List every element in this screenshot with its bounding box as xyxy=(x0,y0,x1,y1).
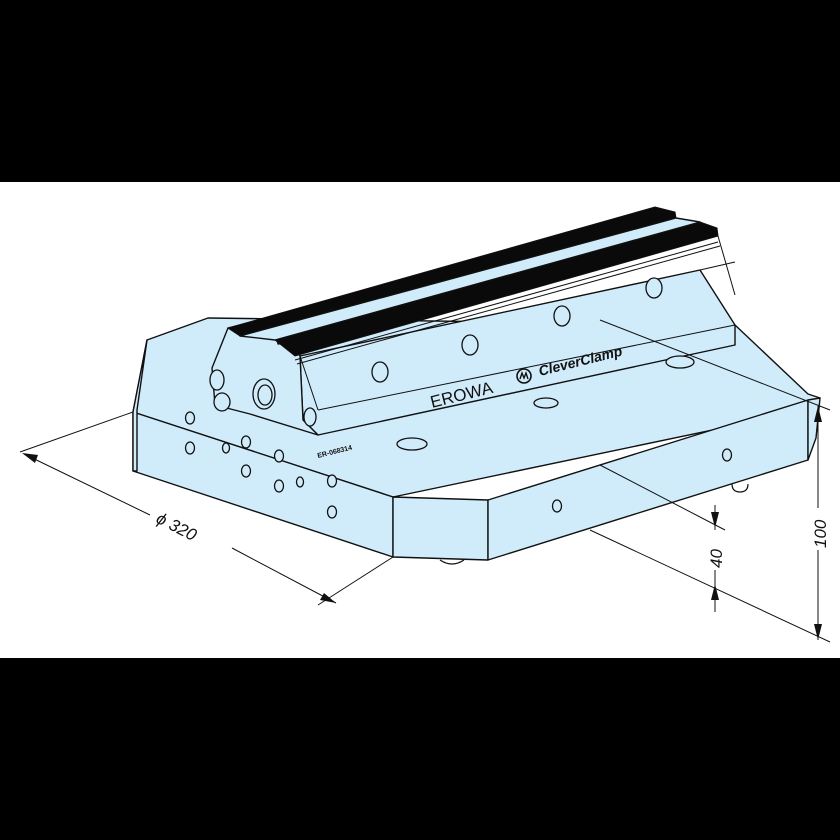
base-front-chamfer-face xyxy=(392,496,489,561)
top-surface-holes xyxy=(396,355,695,451)
height-total-label: 100 xyxy=(811,519,830,548)
dimension-height-base: 40 xyxy=(599,464,726,612)
dimension-line xyxy=(23,453,151,516)
left-face-holes xyxy=(184,411,338,519)
hole xyxy=(461,334,479,356)
rail-step-line-2 xyxy=(296,245,721,365)
rail-right-edge xyxy=(717,235,736,296)
arrowhead xyxy=(22,453,38,463)
arrowhead xyxy=(711,584,719,600)
hole xyxy=(551,499,563,513)
extension-line-top xyxy=(599,319,831,411)
dimension-height-total: 100 xyxy=(589,319,831,643)
hole xyxy=(240,464,252,478)
clamp-top-right-step xyxy=(699,261,736,271)
arrowhead xyxy=(711,512,719,528)
hole xyxy=(184,441,196,455)
arrowhead xyxy=(814,624,822,640)
foot-left xyxy=(439,559,465,565)
isometric-drawing: EROWA CleverClamp ER-068314 ϕ 320 xyxy=(19,206,831,643)
foot-right xyxy=(731,483,749,493)
top-hole xyxy=(533,397,559,409)
extension-line-right xyxy=(317,556,394,606)
hole xyxy=(240,435,252,449)
drawing-canvas: EROWA CleverClamp ER-068314 ϕ 320 xyxy=(0,182,840,658)
top-hole xyxy=(665,355,695,369)
hole xyxy=(273,449,285,463)
clamp-lower-edge xyxy=(317,324,736,411)
hole xyxy=(273,479,285,493)
extension-line-bottom xyxy=(589,529,831,643)
extension-line xyxy=(599,464,726,531)
hole xyxy=(326,505,338,519)
rail-channel xyxy=(239,217,701,341)
end-hole-small xyxy=(209,369,225,391)
hole xyxy=(721,448,733,462)
rails xyxy=(226,206,736,365)
end-hole-lower xyxy=(213,392,231,412)
erowa-logo-icon xyxy=(516,368,532,384)
right-face-holes xyxy=(551,448,733,513)
letterbox-bottom xyxy=(0,658,840,840)
base-feet xyxy=(439,483,749,565)
rail-step-line-1 xyxy=(294,241,719,361)
height-base-label: 40 xyxy=(707,549,726,568)
end-bore-inner xyxy=(257,384,273,406)
hole xyxy=(221,442,231,454)
hole xyxy=(553,305,571,327)
arrowhead xyxy=(320,593,336,603)
hole xyxy=(371,361,389,383)
arrowhead xyxy=(814,406,822,422)
letterbox-top xyxy=(0,0,840,182)
extension-line-left xyxy=(19,411,134,453)
base-left-chamfer xyxy=(132,339,148,472)
clamp-holes xyxy=(371,277,663,383)
end-hole-right xyxy=(303,407,317,427)
end-face-features xyxy=(209,369,317,427)
dimension-line xyxy=(231,547,337,604)
clamp-corner-edge xyxy=(299,355,319,411)
hole xyxy=(184,411,196,425)
hole xyxy=(295,476,305,488)
diameter-label: ϕ 320 xyxy=(153,509,200,545)
hole xyxy=(645,277,663,299)
rail-back xyxy=(226,206,677,337)
hole xyxy=(326,474,338,488)
top-hole xyxy=(396,437,428,451)
